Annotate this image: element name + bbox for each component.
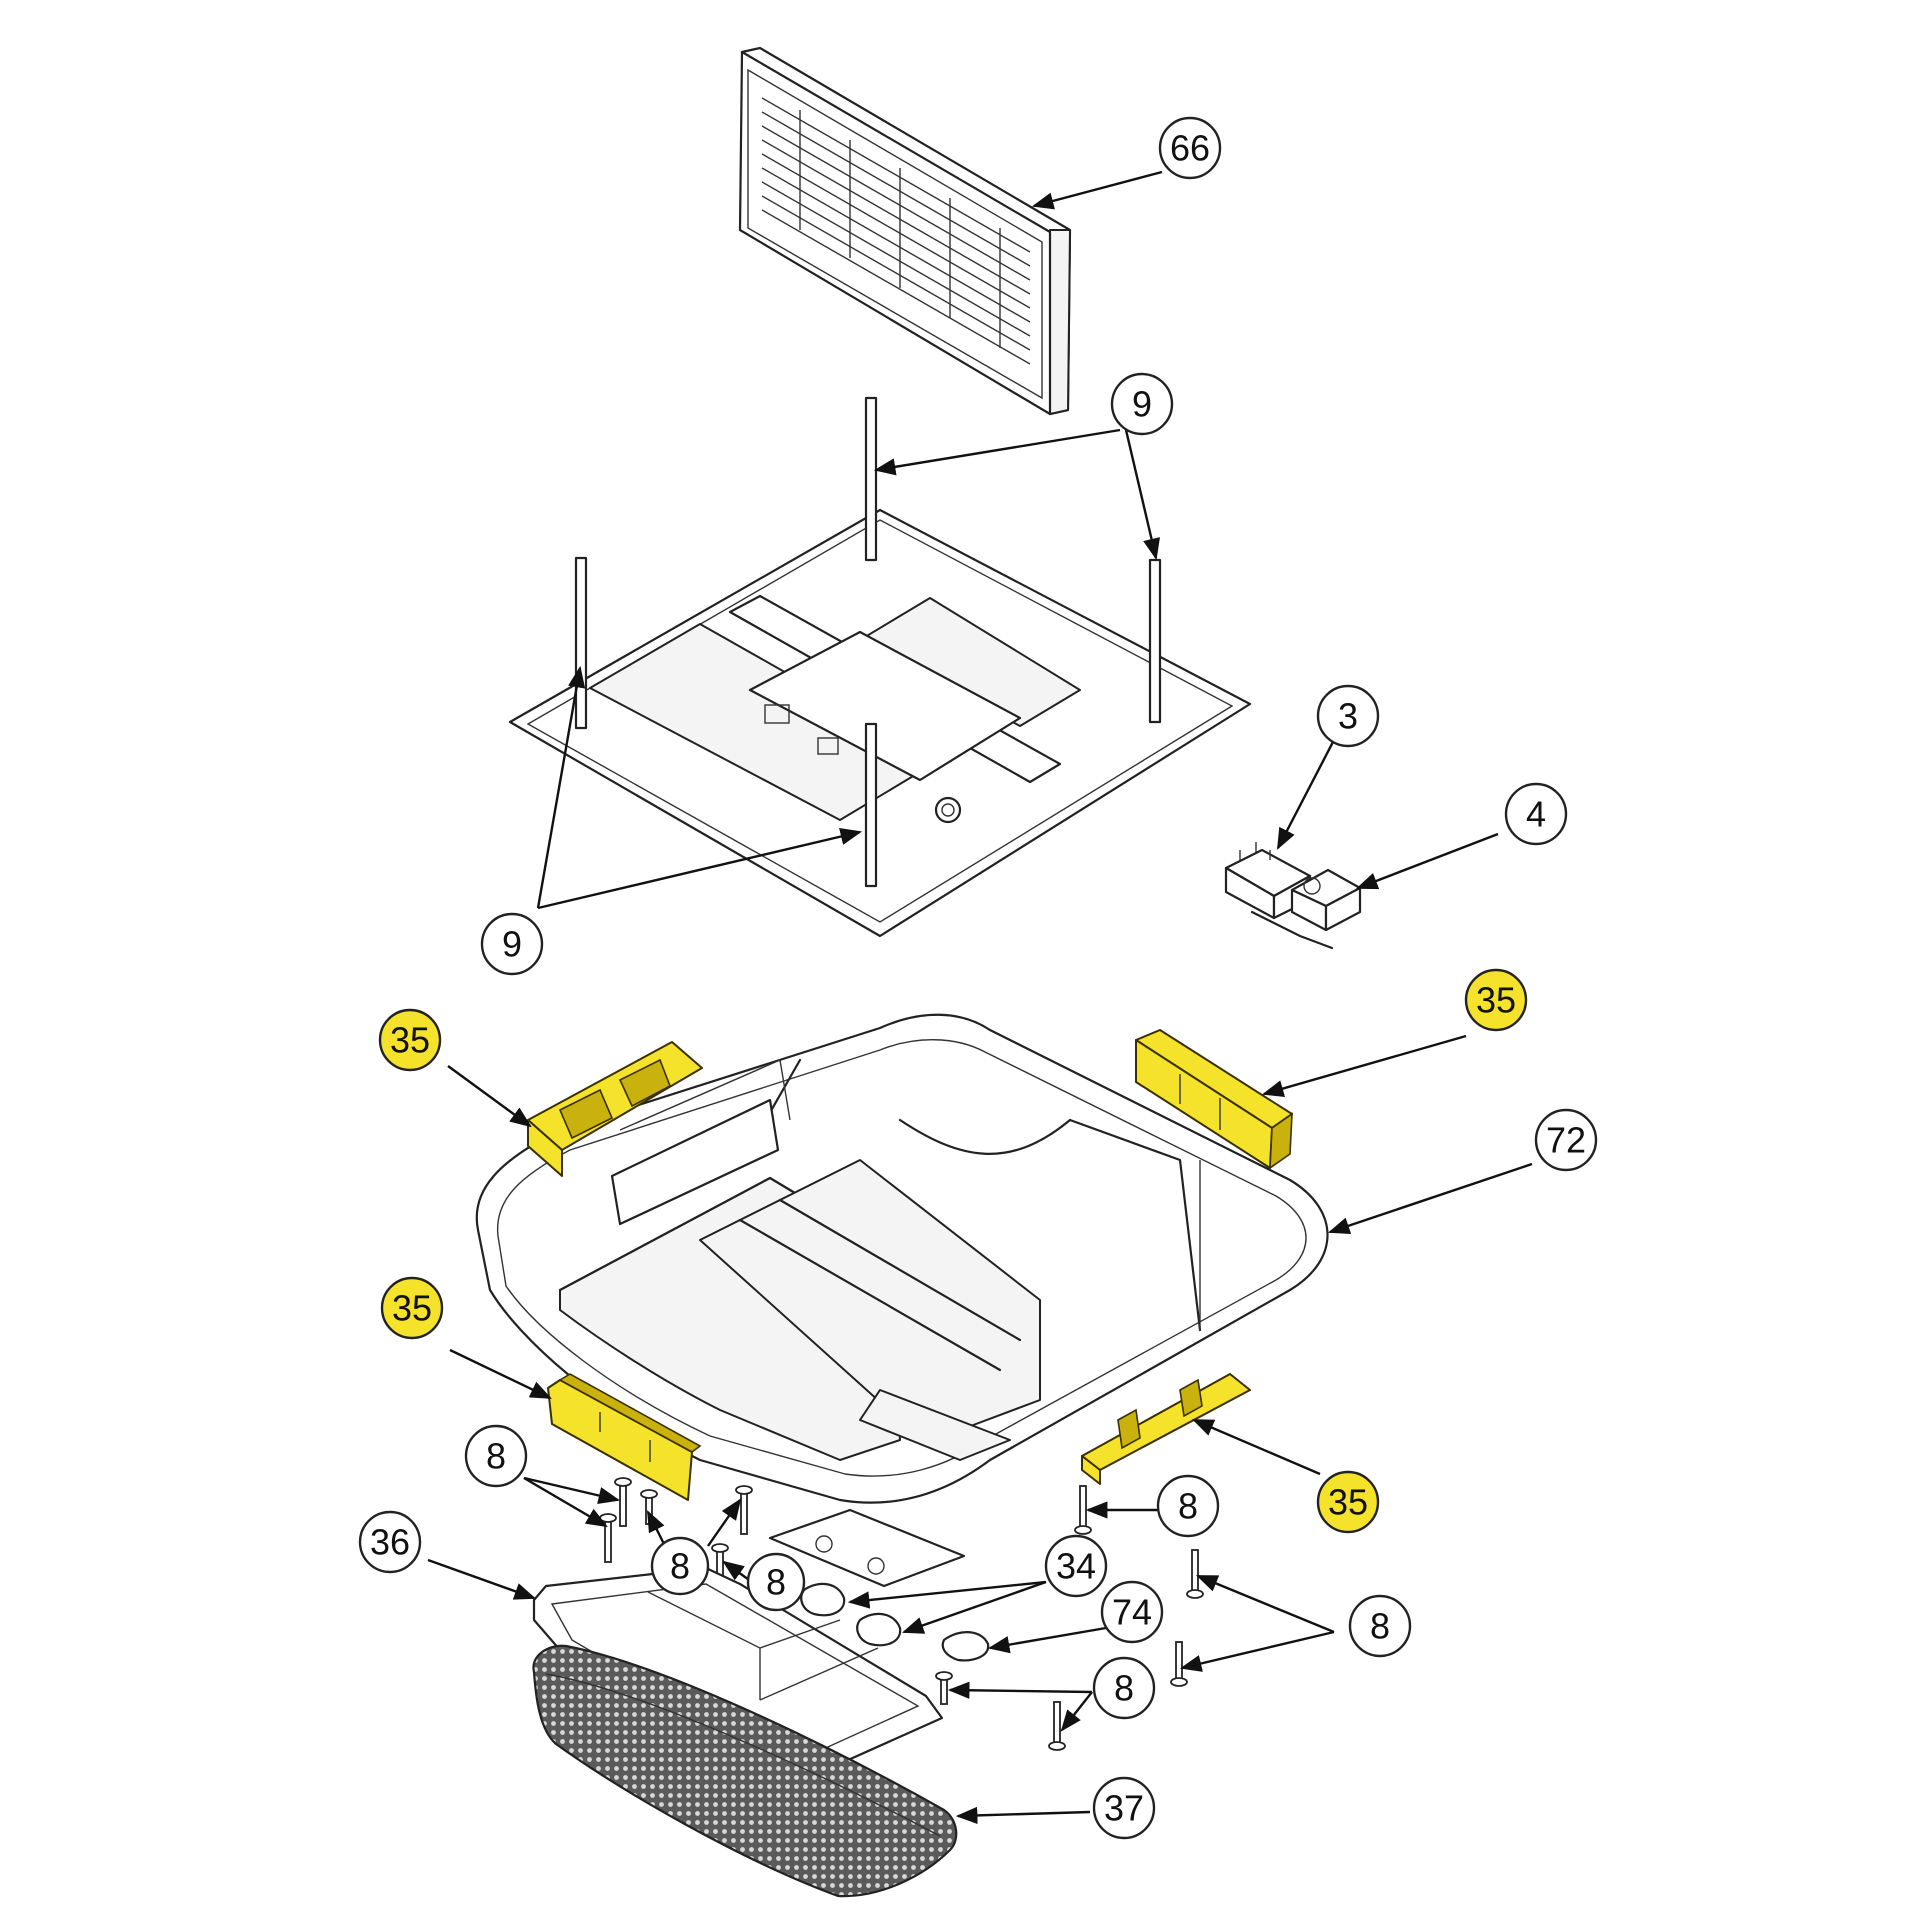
bracket-35-mid-left — [547, 1373, 702, 1501]
callout-3: 3 — [1316, 684, 1380, 748]
callout-74: 74 — [1100, 1580, 1164, 1644]
callout-35-mid-left: 35 — [380, 1276, 444, 1340]
highlight-circle — [378, 1008, 442, 1072]
callout-8-left-label: 8 — [486, 1436, 506, 1477]
callout-34-label: 34 — [1056, 1546, 1096, 1587]
mesh-grille-37 — [532, 1644, 958, 1898]
callout-37: 37 — [1092, 1776, 1156, 1840]
callout-37-label: 37 — [1104, 1788, 1144, 1829]
callout-8-left: 8 — [464, 1424, 528, 1488]
gasket-plate — [768, 1508, 966, 1588]
callout-4: 4 — [1504, 782, 1568, 846]
callout-9-bottom-label: 9 — [502, 924, 522, 965]
callout-72-label: 72 — [1546, 1120, 1586, 1161]
callout-8-right-mid-label: 8 — [1370, 1606, 1390, 1647]
part-74 — [941, 1631, 990, 1662]
callout-72: 72 — [1534, 1108, 1598, 1172]
callout-35-mid-left-label: 35 — [392, 1288, 432, 1329]
callout-8-right-top: 8 — [1156, 1474, 1220, 1538]
switch-assembly-3-4 — [1224, 842, 1362, 950]
callout-36-label: 36 — [370, 1522, 410, 1563]
callout-66: 66 — [1158, 116, 1222, 180]
callout-8-right-top-label: 8 — [1178, 1486, 1198, 1527]
callout-35-top-right: 35 — [1464, 968, 1528, 1032]
callout-8-right-bottom: 8 — [1092, 1656, 1156, 1720]
callout-34: 34 — [1044, 1534, 1108, 1598]
callout-4-label: 4 — [1526, 794, 1546, 835]
callout-35-top-right-label: 35 — [1476, 980, 1516, 1021]
leader-arrows — [427, 170, 1533, 1825]
ceiling-plate — [508, 508, 1252, 938]
callout-8-mid-a: 8 — [650, 1536, 710, 1596]
clips-34 — [800, 1582, 902, 1647]
callout-74-label: 74 — [1112, 1592, 1152, 1633]
callout-35-bottom-right: 35 — [1316, 1470, 1380, 1534]
callout-8-mid-a-label: 8 — [670, 1546, 690, 1587]
callout-66-label: 66 — [1170, 128, 1210, 169]
callout-35-top-left-label: 35 — [390, 1020, 430, 1061]
screws-8 — [599, 1477, 1204, 1751]
bracket-35-top-left — [527, 1041, 703, 1177]
callout-8-right-bottom-label: 8 — [1114, 1668, 1134, 1709]
callout-9-top-label: 9 — [1132, 384, 1152, 425]
callout-8-right-mid: 8 — [1348, 1594, 1412, 1658]
callout-9-top: 9 — [1110, 372, 1174, 436]
callout-35-top-left: 35 — [378, 1008, 442, 1072]
callout-36: 36 — [358, 1510, 422, 1574]
bracket-35-top-right — [1135, 1029, 1293, 1170]
callout-9-bottom: 9 — [480, 912, 544, 976]
callout-35-bottom-right-label: 35 — [1328, 1482, 1368, 1523]
callout-8-mid-b: 8 — [746, 1552, 806, 1612]
bracket-35-bottom-right — [1081, 1373, 1251, 1485]
callout-8-mid-b-label: 8 — [766, 1562, 786, 1603]
grille-panel-66 — [738, 46, 1072, 416]
callout-3-label: 3 — [1338, 696, 1358, 737]
support-rods-9 — [574, 396, 1162, 888]
